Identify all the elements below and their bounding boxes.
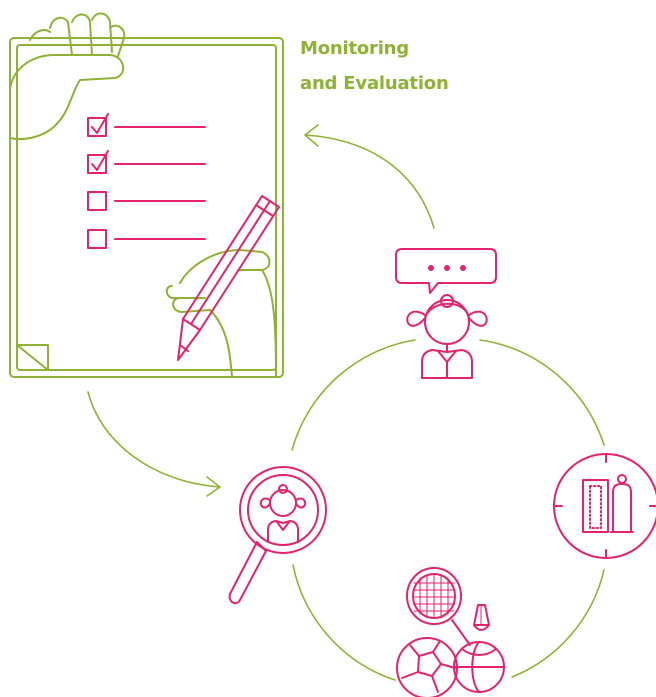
mag-person-collar bbox=[276, 521, 290, 531]
soccer-ball-pentagon bbox=[417, 651, 442, 677]
magnifier-inner-ring bbox=[247, 474, 319, 546]
tennis-racket-head bbox=[406, 567, 462, 625]
clipboard-checklist-icon bbox=[9, 12, 284, 378]
mag-person-pigtail-right bbox=[295, 497, 307, 509]
top-hand bbox=[9, 54, 125, 140]
checkbox-1 bbox=[87, 117, 107, 137]
pencil-icon bbox=[177, 195, 280, 361]
checklist bbox=[87, 113, 206, 249]
bottom-hand-wrist bbox=[209, 309, 233, 377]
girl-speaking-icon bbox=[395, 248, 497, 379]
girl-hair bbox=[424, 302, 470, 319]
pencil-line bbox=[190, 200, 271, 325]
bottom-hand-wrist-2 bbox=[261, 269, 277, 377]
soccer-ball-seams bbox=[401, 640, 456, 693]
cycle-arc-top-right bbox=[479, 339, 605, 446]
magnifying-glass-person-icon bbox=[228, 466, 327, 605]
checkbox-2 bbox=[87, 154, 107, 174]
bottom-hand-finger-2 bbox=[172, 297, 211, 313]
condom-shape bbox=[612, 483, 632, 533]
speech-bubble-icon bbox=[395, 248, 497, 294]
girl-pigtail-right bbox=[468, 310, 488, 327]
racket-strings-horizontal bbox=[412, 582, 456, 612]
arrows bbox=[87, 124, 435, 497]
pencil-lead bbox=[179, 344, 189, 352]
magnifier-handle bbox=[228, 541, 267, 605]
checkbox-4 bbox=[87, 229, 107, 249]
cycle-arc-top-left bbox=[291, 339, 416, 451]
title-line-1: Monitoring bbox=[300, 38, 409, 59]
cycle-circle bbox=[291, 339, 605, 681]
pencil-tip bbox=[177, 318, 201, 361]
magnifier-outer-ring bbox=[239, 466, 327, 554]
top-hand-finger-2 bbox=[71, 13, 93, 56]
speech-dot-3 bbox=[460, 265, 466, 271]
bottom-hand-finger bbox=[165, 285, 206, 299]
mag-person-body bbox=[267, 520, 299, 543]
top-hand-finger-3 bbox=[91, 12, 113, 53]
contraceptives-circle bbox=[553, 453, 656, 559]
cycle-arc-bottom-left bbox=[292, 564, 396, 681]
shuttlecock-base bbox=[473, 624, 490, 631]
arrow-head-top bbox=[304, 124, 319, 147]
check-mark-1 bbox=[91, 113, 109, 134]
girl-body bbox=[421, 349, 473, 379]
arrow-head-bottom bbox=[206, 476, 221, 497]
speech-dot-1 bbox=[428, 265, 434, 271]
top-hand-finger-4 bbox=[109, 24, 126, 57]
paper-fold-diagonal bbox=[16, 344, 49, 371]
top-hand-finger-1 bbox=[49, 16, 73, 56]
soccer-ball bbox=[396, 637, 458, 697]
pill-pack-pills bbox=[589, 485, 602, 529]
title-line-2: and Evaluation bbox=[300, 73, 449, 94]
pill-pack-outer bbox=[582, 479, 609, 533]
clipboard-board bbox=[9, 37, 284, 378]
checkbox-3 bbox=[87, 191, 107, 211]
clipboard-paper bbox=[16, 44, 277, 371]
racket-handle bbox=[451, 619, 471, 646]
basketball-seam-top bbox=[461, 648, 497, 656]
girl-bun bbox=[440, 294, 454, 308]
check-mark-2 bbox=[91, 150, 109, 171]
pill-pack-condom-icon bbox=[553, 453, 656, 559]
mag-person-pigtail-left bbox=[259, 497, 271, 509]
arrow-to-monitoring bbox=[304, 134, 435, 229]
paper-fold-corner bbox=[16, 344, 49, 371]
condom-tip bbox=[617, 474, 627, 484]
top-hand-thumb bbox=[29, 29, 51, 41]
sports-balls-icon bbox=[396, 567, 505, 697]
arrow-to-magnifier bbox=[87, 391, 221, 488]
basketball-seam-v bbox=[471, 641, 480, 693]
mag-person-bun bbox=[278, 484, 288, 494]
cycle-arc-bottom-right bbox=[511, 569, 605, 678]
girl-pigtail-left bbox=[406, 310, 426, 327]
speech-dot-2 bbox=[444, 265, 450, 271]
